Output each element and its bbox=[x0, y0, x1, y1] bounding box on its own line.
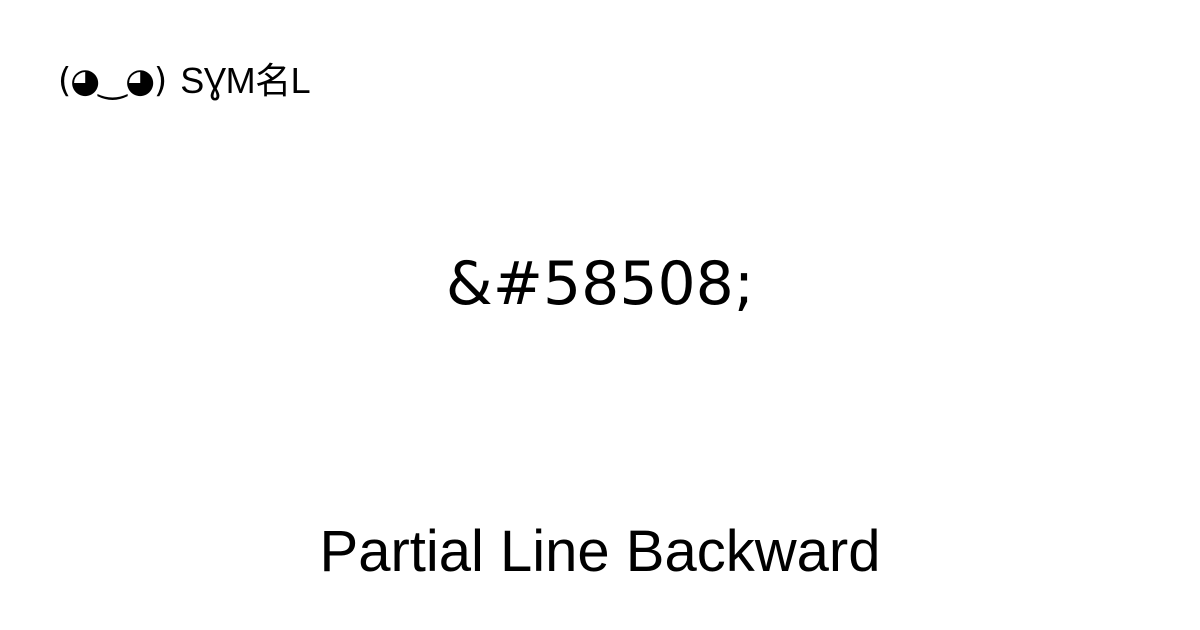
symbol-glyph-display: &#58508; bbox=[445, 249, 755, 319]
logo-brand-text: SƔM名L bbox=[180, 60, 311, 101]
symbol-name-title: Partial Line Backward bbox=[319, 519, 881, 584]
site-logo[interactable]: (◕‿◕) SƔM名L bbox=[58, 58, 311, 104]
logo-face-emoticon: (◕‿◕) bbox=[58, 61, 167, 101]
